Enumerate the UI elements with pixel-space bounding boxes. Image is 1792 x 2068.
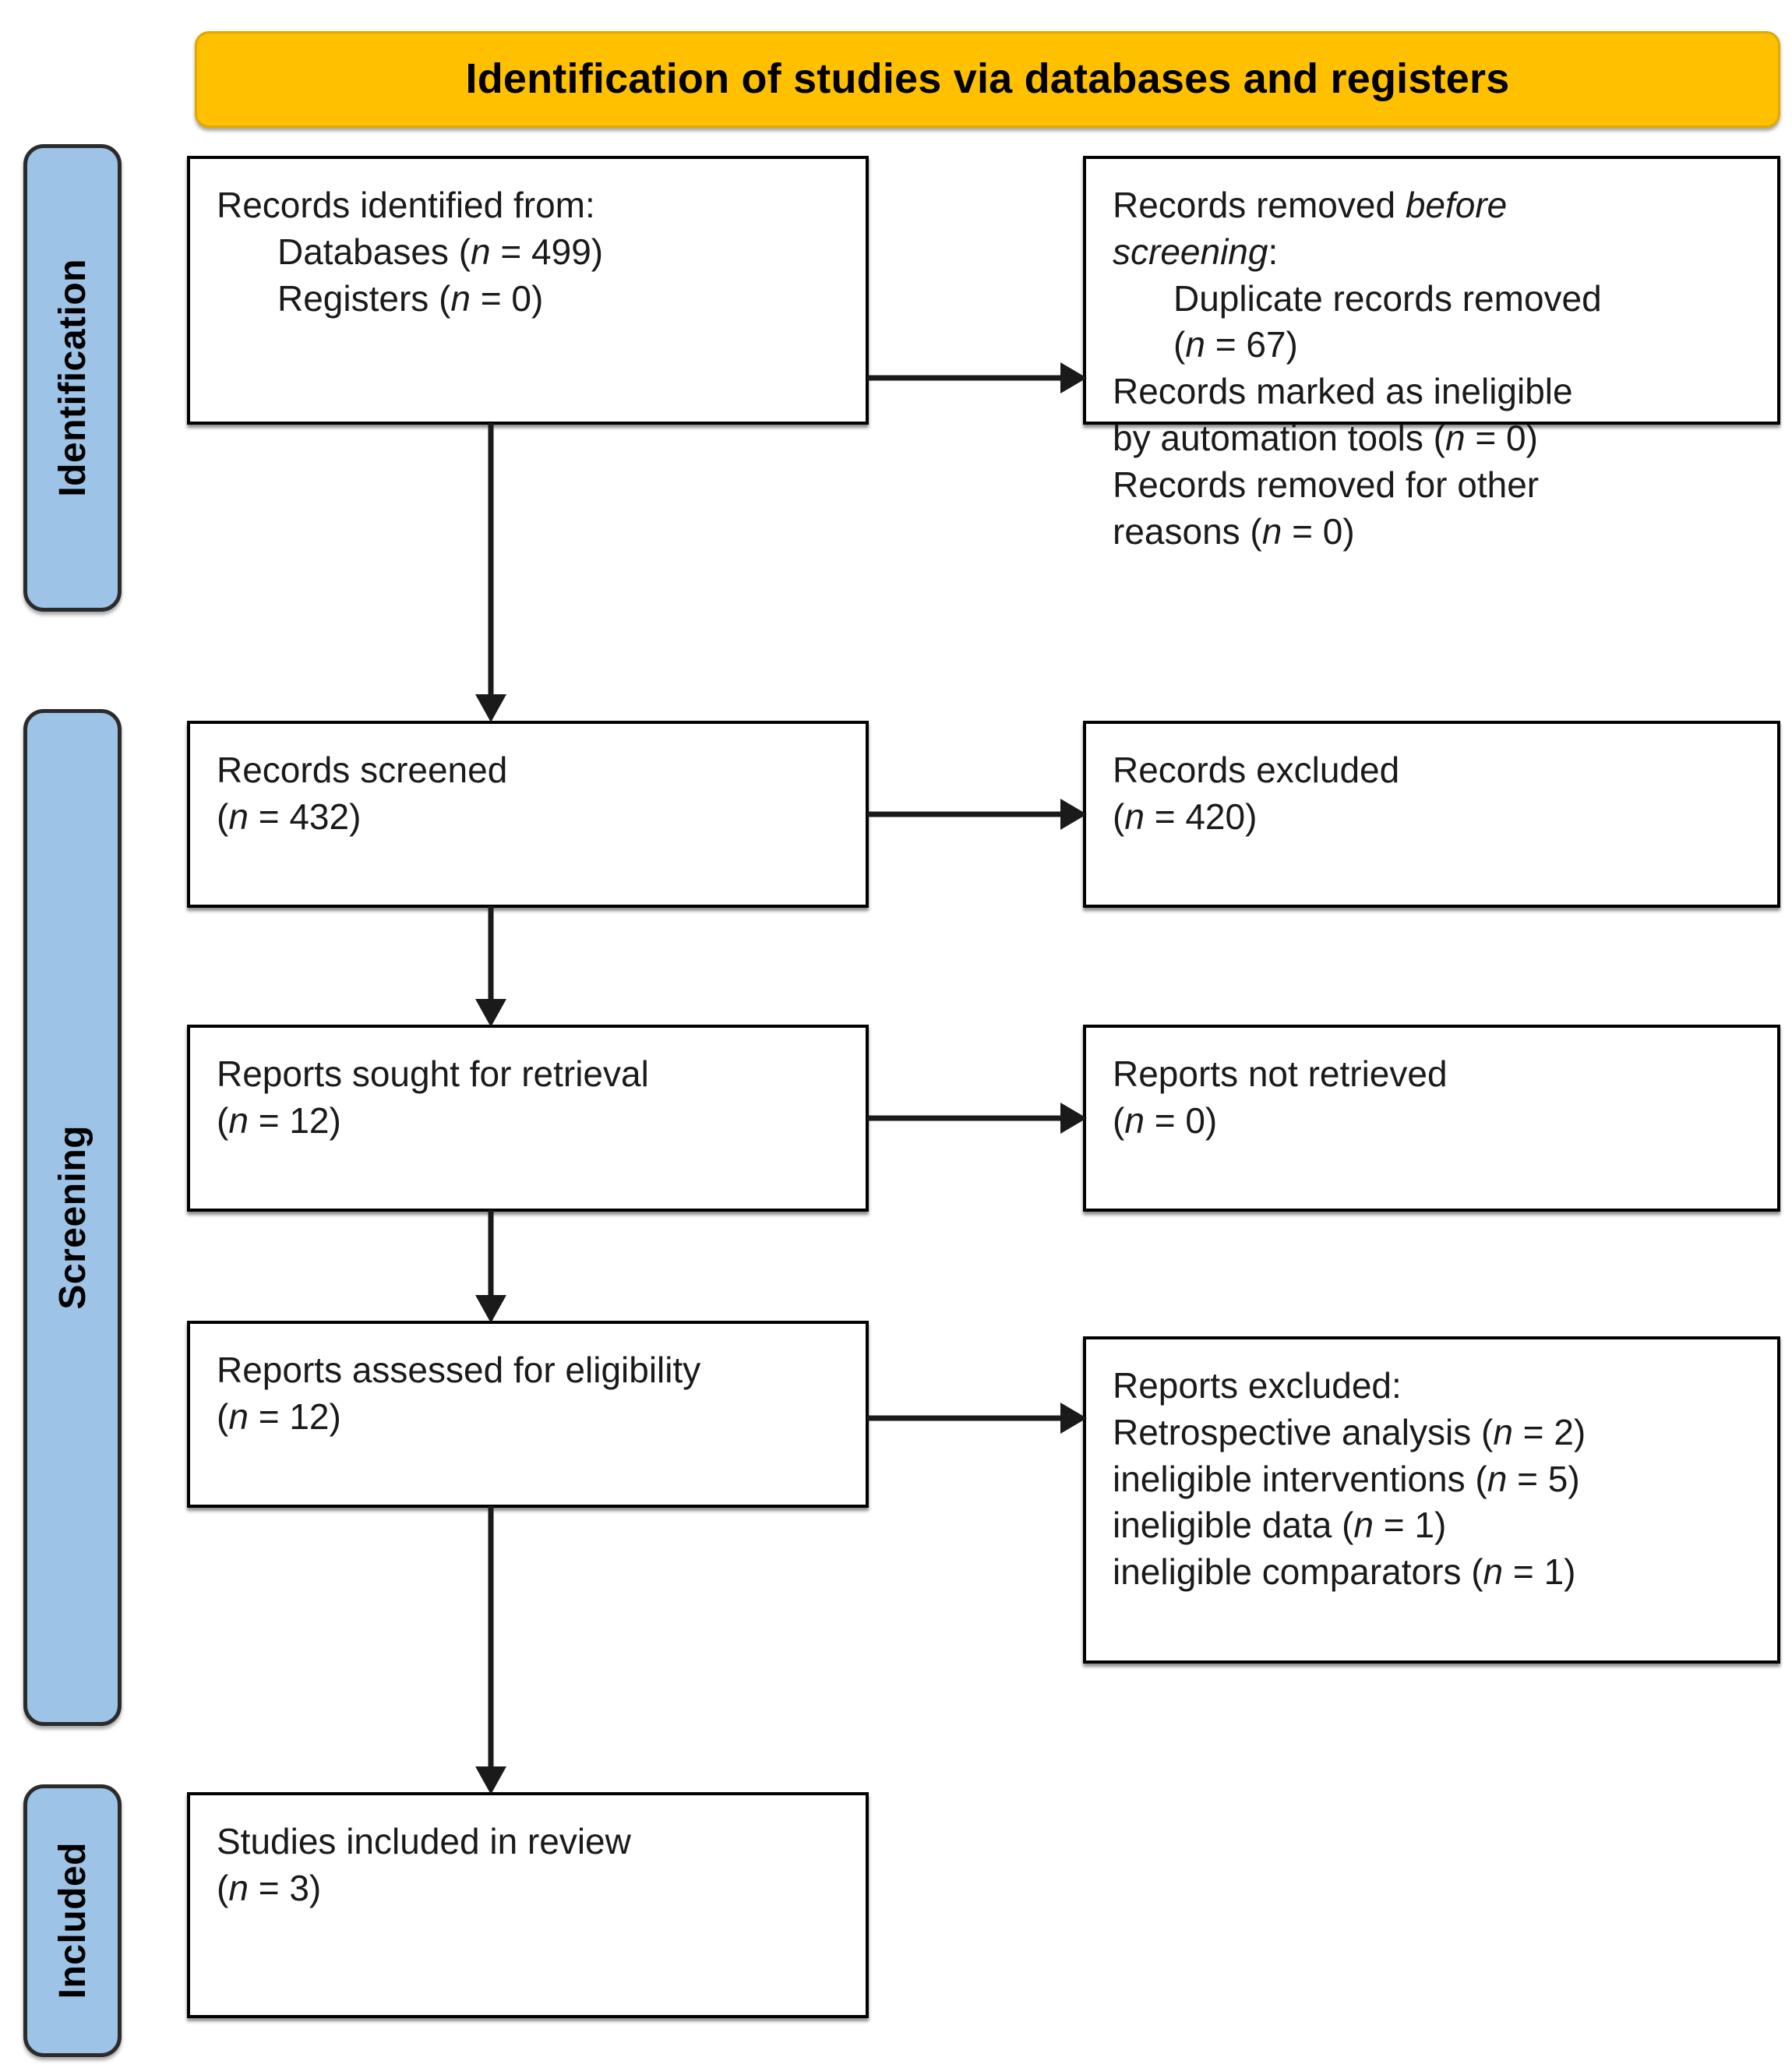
reports-not-retrieved-line-2: (n = 0) [1113,1099,1218,1141]
arrow-sought-to-assessed-icon [467,1210,514,1323]
records-identified-line-1: Records identified from: [217,185,595,225]
box-reports-not-retrieved: Reports not retrieved (n = 0) [1083,1025,1780,1212]
box-records-identified: Records identified from: Databases (n = … [187,156,869,425]
records-removed-line-8: reasons (n = 0) [1113,510,1355,552]
records-removed-line-3: Duplicate records removed [1173,277,1602,319]
studies-included-line-1: Studies included in review [217,1821,631,1862]
reports-excluded-line-1: Reports excluded: [1113,1365,1402,1406]
box-studies-included-in-review: Studies included in review (n = 3) [187,1792,869,2018]
records-excluded-line-1: Records excluded [1113,750,1400,790]
stage-label-included-text: Included [51,1842,93,1999]
reports-excluded-line-4: ineligible data (n = 1) [1113,1505,1447,1546]
records-identified-line-3: Registers (n = 0) [277,277,544,319]
box-records-screened: Records screened (n = 432) [187,721,869,908]
records-removed-line-4: (n = 67) [1173,324,1298,365]
reports-sought-line-2: (n = 12) [217,1099,341,1141]
stage-label-screening-text: Screening [51,1125,93,1310]
box-reports-excluded: Reports excluded: Retrospective analysis… [1083,1336,1780,1664]
diagram-title: Identification of studies via databases … [465,55,1510,103]
stage-label-screening: Screening [23,709,122,1726]
stage-label-identification-text: Identification [51,259,93,497]
records-removed-line-6: by automation tools (n = 0) [1113,417,1538,458]
reports-excluded-line-3: ineligible interventions (n = 5) [1113,1458,1580,1499]
arrow-screened-to-records-excluded-icon [867,791,1087,838]
reports-excluded-line-5: ineligible comparators (n = 1) [1113,1551,1576,1593]
arrow-sought-to-not-retrieved-icon [867,1095,1087,1142]
reports-excluded-line-2: Retrospective analysis (n = 2) [1113,1411,1586,1452]
diagram-header-banner: Identification of studies via databases … [195,31,1780,128]
reports-assessed-line-1: Reports assessed for eligibility [217,1350,701,1390]
arrow-identified-to-screened-icon [467,423,514,722]
records-removed-line-7: Records removed for other [1113,464,1540,505]
arrow-assessed-to-included-icon [467,1506,514,1795]
reports-sought-line-1: Reports sought for retrieval [217,1053,649,1094]
stage-label-included: Included [23,1784,122,2057]
reports-not-retrieved-line-1: Reports not retrieved [1113,1053,1448,1094]
records-removed-line-5: Records marked as ineligible [1113,371,1573,412]
stage-label-identification: Identification [23,144,122,612]
box-records-excluded: Records excluded (n = 420) [1083,721,1780,908]
records-excluded-line-2: (n = 420) [1113,796,1258,837]
records-screened-line-1: Records screened [217,750,508,790]
arrow-screened-to-sought-icon [467,906,514,1027]
box-reports-sought-for-retrieval: Reports sought for retrieval (n = 12) [187,1025,869,1212]
studies-included-line-2: (n = 3) [217,1867,322,1908]
box-records-removed-before-screening: Records removed before screening: Duplic… [1083,156,1780,552]
records-removed-line-1: Records removed before [1113,185,1508,225]
records-removed-line-2: screening: [1113,231,1279,272]
arrow-identified-to-removed-before-icon [867,355,1087,401]
records-identified-line-2: Databases (n = 499) [277,231,604,272]
box-reports-assessed-for-eligibility: Reports assessed for eligibility (n = 12… [187,1321,869,1508]
records-screened-line-2: (n = 432) [217,796,362,837]
reports-assessed-line-2: (n = 12) [217,1396,341,1437]
arrow-assessed-to-reports-excluded-icon [867,1395,1087,1442]
